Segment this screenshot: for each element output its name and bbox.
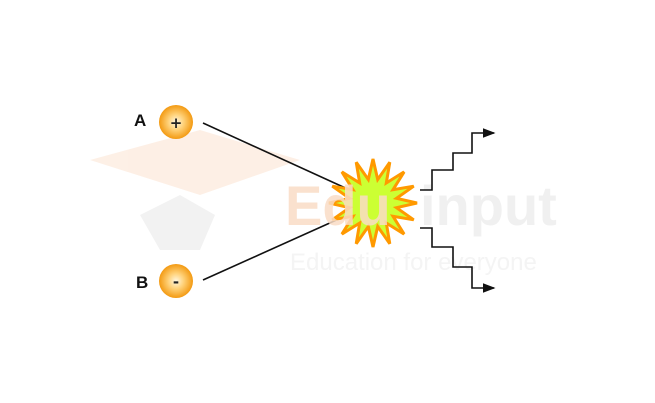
particle-a: A + <box>134 105 193 139</box>
particle-b-sign: - <box>173 273 179 291</box>
watermark-brand-left: Edu <box>285 174 391 237</box>
watermark-pen-icon <box>140 195 215 250</box>
collision-burst-icon <box>328 158 418 248</box>
negative-charge-icon <box>159 264 193 298</box>
path-line-b <box>202 212 353 281</box>
watermark-cap-icon <box>90 130 300 195</box>
particle-a-label: A <box>134 111 146 130</box>
particle-a-sign: + <box>170 114 183 132</box>
particle-b-label: B <box>136 273 148 292</box>
photon-arrow-lower <box>420 227 496 293</box>
photon-arrow-upper <box>420 128 496 191</box>
watermark-graphics: input Education for everyone <box>90 130 557 276</box>
positive-charge-icon <box>159 105 193 139</box>
watermark-tagline: Education for everyone <box>290 249 537 276</box>
path-line-a <box>202 122 353 192</box>
particle-b: B - <box>136 264 193 298</box>
watermark-brand-right: input <box>420 174 557 237</box>
